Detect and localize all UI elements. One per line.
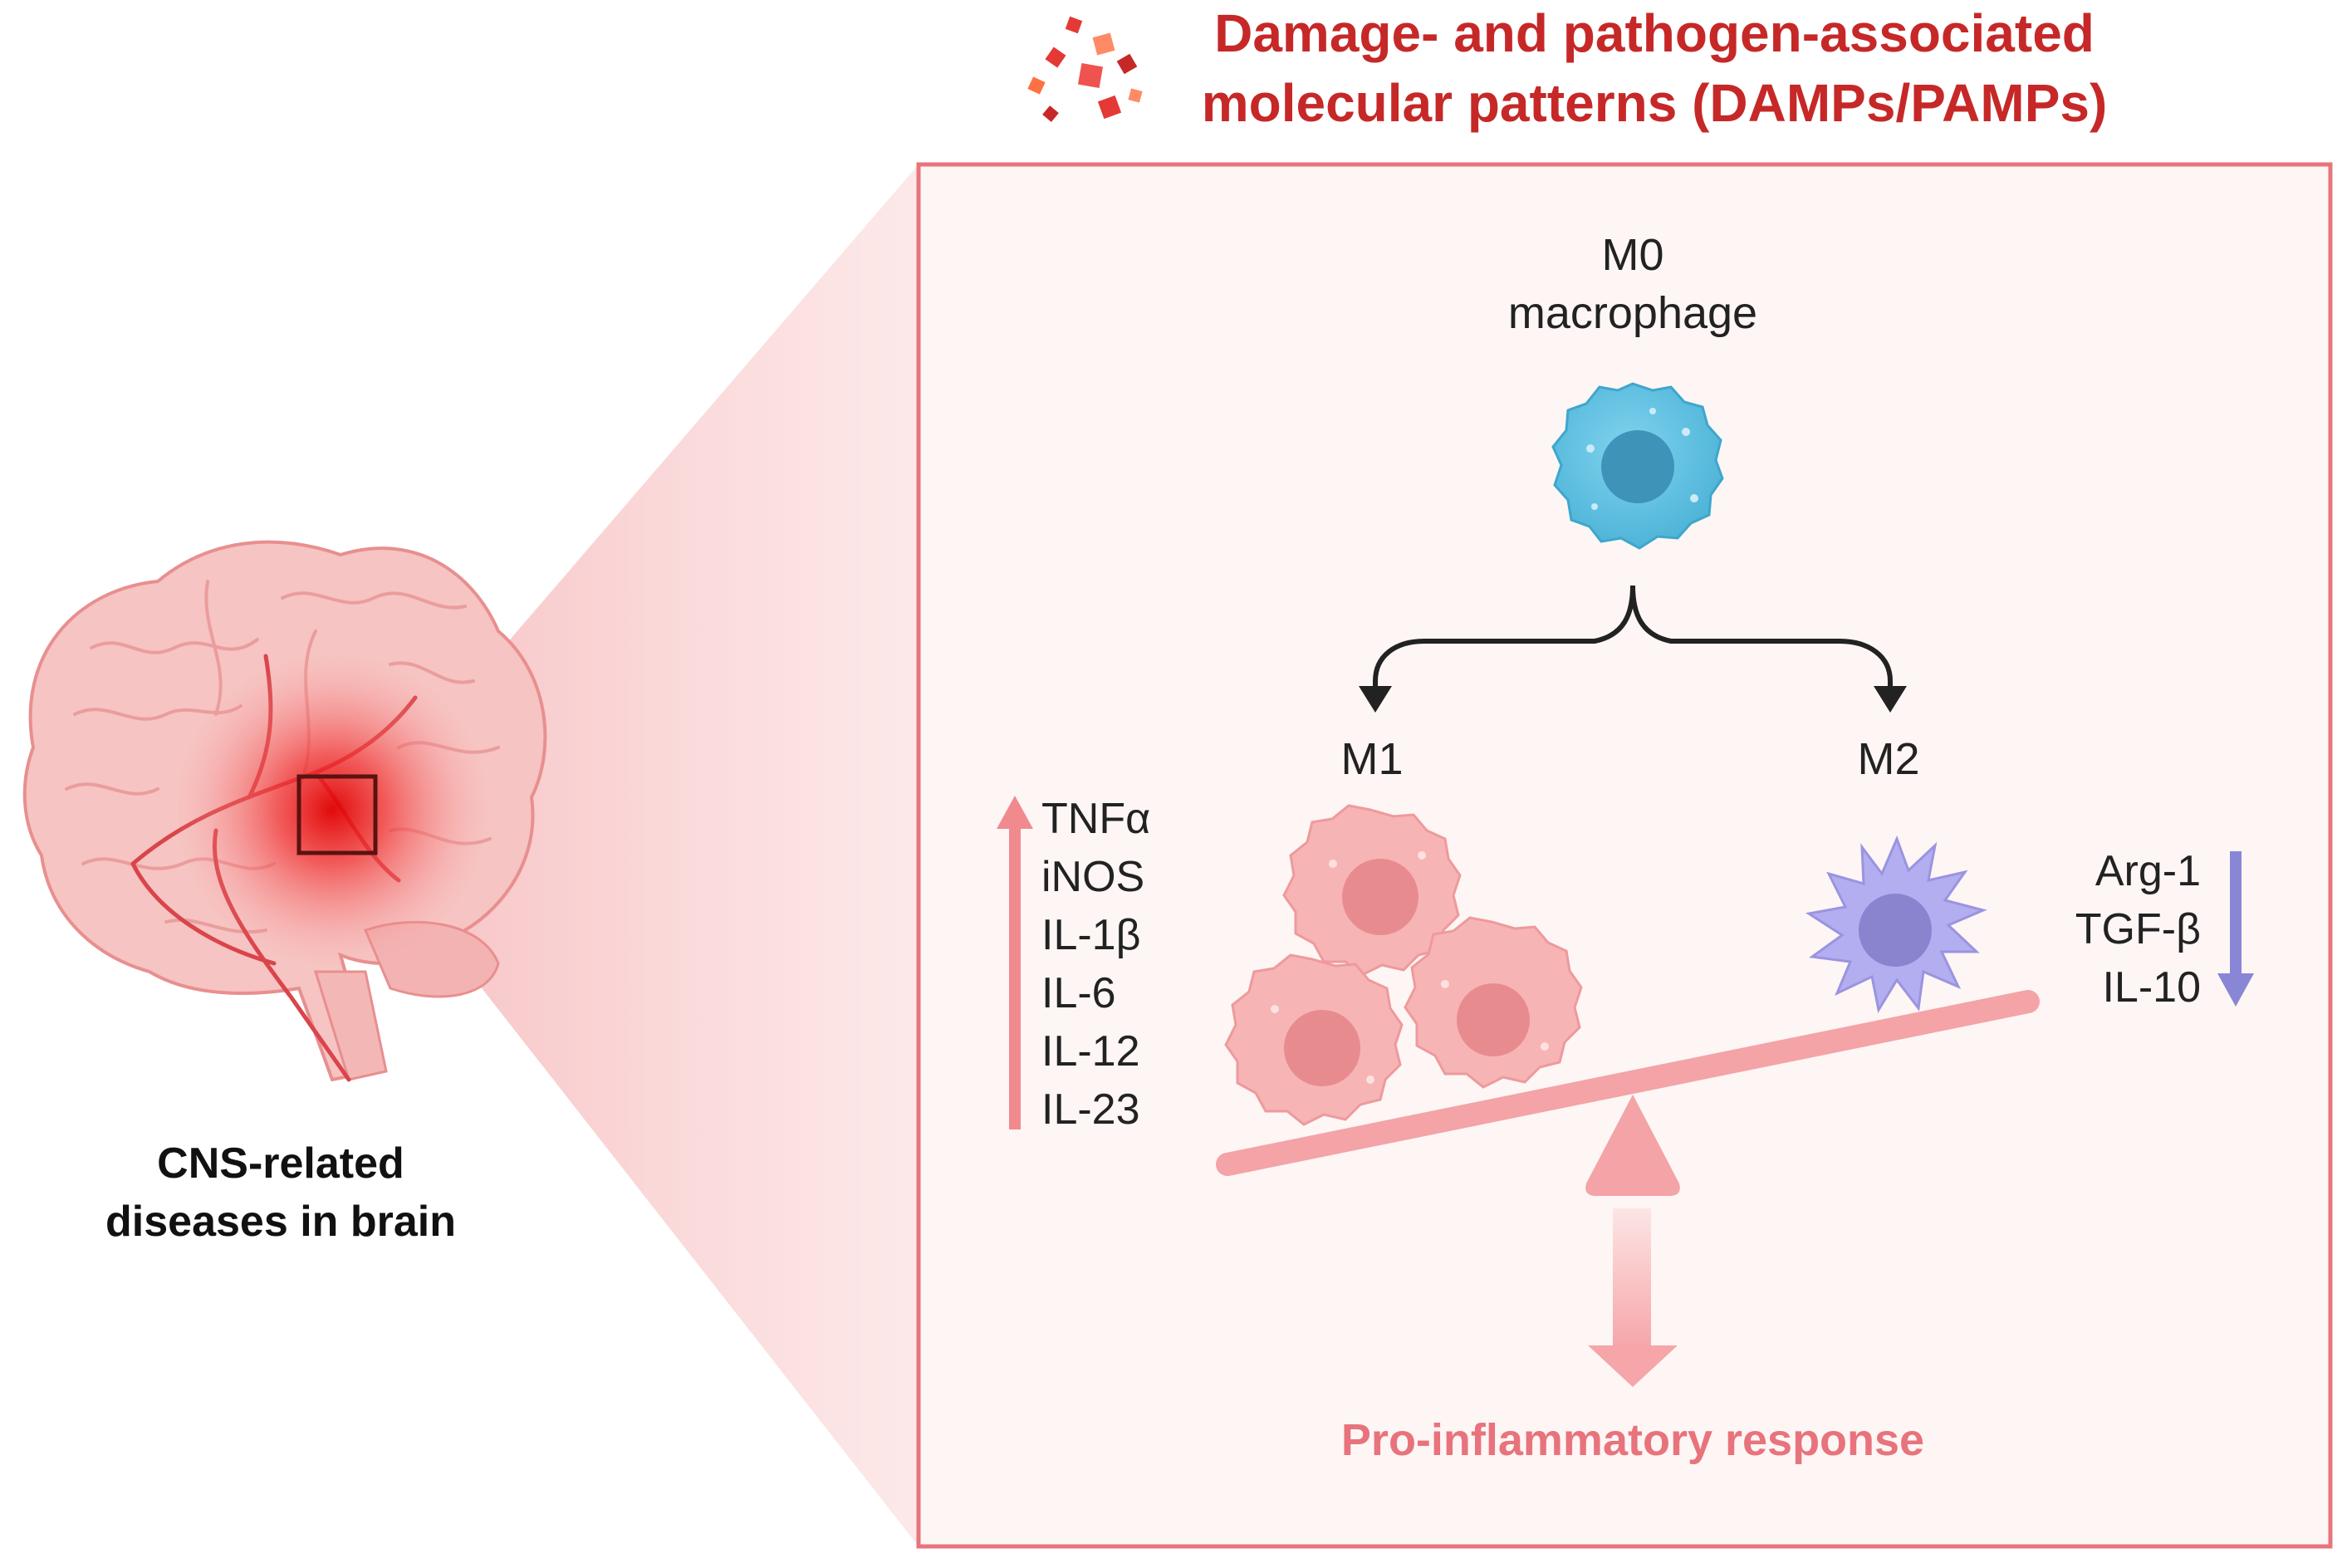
m2-marker: IL-10 [2102, 963, 2201, 1012]
m1-marker: IL-6 [1041, 969, 1116, 1017]
zoom-cone [378, 164, 919, 1546]
m2-markers: Arg-1 TGF-β IL-10 [2075, 847, 2201, 1012]
m2-label: M2 [1857, 734, 1919, 784]
m1-marker: TNFα [1041, 795, 1150, 843]
m0-label: M0 [1601, 230, 1663, 280]
response-arrowhead [1588, 1345, 1678, 1387]
m1-marker: IL-23 [1041, 1085, 1140, 1134]
m1-markers: TNFα iNOS IL-1β IL-6 IL-12 IL-23 [1041, 795, 1150, 1134]
m1-marker: IL-1β [1041, 911, 1141, 959]
m2-marker: Arg-1 [2095, 847, 2201, 895]
response-arrow-shaft [1613, 1208, 1651, 1350]
m1-cell [1224, 953, 1404, 1126]
differentiation-arrows [1373, 585, 1893, 689]
brain-caption-line2: diseases in brain [105, 1198, 456, 1246]
region-of-interest-box [296, 774, 378, 855]
header-title-line1: Damage- and pathogen-associated [1214, 3, 2095, 63]
header-title-line2: molecular patterns (DAMPs/PAMPs) [1202, 73, 2108, 133]
m0-macrophage-cell [1551, 382, 1724, 550]
m2-marker: TGF-β [2075, 905, 2201, 953]
seesaw-fulcrum [1585, 1095, 1680, 1196]
m1-cell [1404, 916, 1583, 1089]
m2-downregulation-arrowhead [2217, 973, 2254, 1007]
arrow-to-m1 [1359, 686, 1392, 713]
brain-caption-line1: CNS-related [157, 1139, 404, 1188]
m0-sublabel: macrophage [1508, 288, 1757, 338]
damps-pamps-icon [1027, 16, 1143, 122]
brain-illustration [22, 540, 547, 1082]
m1-marker: IL-12 [1041, 1027, 1140, 1076]
m2-macrophage-cell [1805, 835, 1987, 1014]
response-label: Pro-inflammatory response [1341, 1415, 1924, 1465]
m1-marker: iNOS [1041, 853, 1144, 901]
m1-upregulation-arrowhead [997, 796, 1033, 829]
m1-label: M1 [1340, 734, 1403, 784]
seesaw-beam [1216, 990, 2040, 1176]
m1-cell [1282, 804, 1462, 977]
arrow-to-m2 [1874, 686, 1907, 713]
m1-macrophage-cells [1224, 804, 1583, 1126]
